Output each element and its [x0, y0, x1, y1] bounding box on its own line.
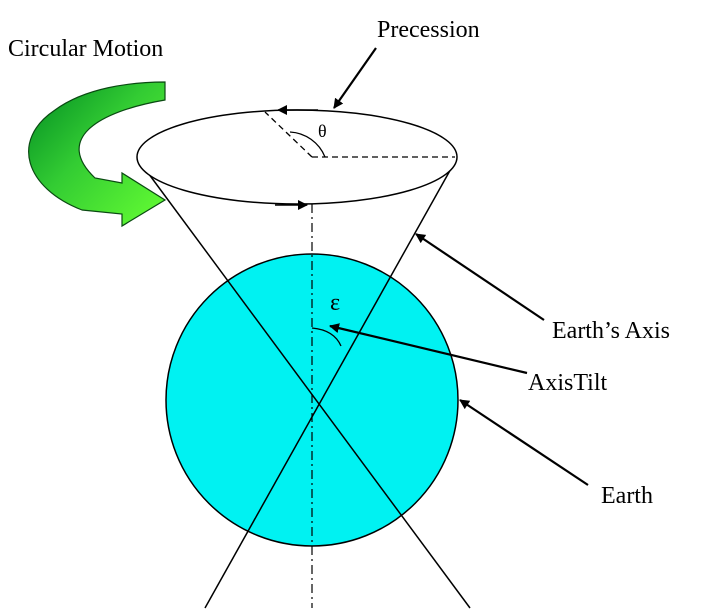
precession-pointer	[333, 47, 377, 109]
earth-label: Earth	[601, 483, 653, 509]
epsilon-symbol: ε	[330, 290, 340, 316]
earths-axis-label: Earth’s Axis	[552, 318, 670, 344]
cone-line-right	[204, 157, 458, 609]
theta-symbol: θ	[318, 121, 327, 141]
axis-tilt-label: AxisTilt	[528, 370, 607, 396]
axis-radius	[264, 111, 313, 158]
circular-motion-label: Circular Motion	[8, 36, 163, 62]
earths-axis-pointer	[415, 233, 545, 321]
earth-pointer	[459, 399, 589, 486]
tilt-angle-arc	[311, 327, 342, 347]
cone-line-left	[136, 157, 471, 609]
precession-circle	[136, 109, 458, 205]
theta-angle-arc	[289, 131, 326, 158]
precession-label: Precession	[377, 17, 480, 43]
circular-motion-arrow	[28, 81, 167, 228]
axis-tilt-pointer	[329, 323, 528, 375]
